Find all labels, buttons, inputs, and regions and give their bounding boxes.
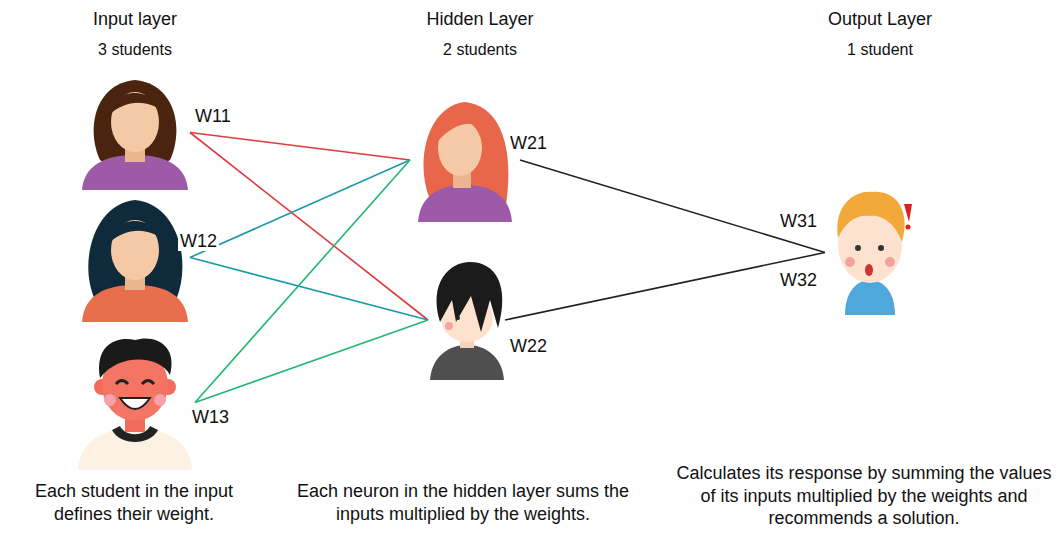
student-neuron: W12 <box>80 195 190 320</box>
layer-heading: Output Layer <box>780 8 980 31</box>
student-neuron: W21 <box>410 100 520 220</box>
weight-connection <box>195 160 410 403</box>
weight-label: W32 <box>778 270 819 290</box>
student-figure <box>82 80 188 190</box>
weight-connection <box>190 160 410 258</box>
weight-connection <box>190 133 410 161</box>
student-neuron: W31W32 <box>825 190 915 315</box>
caption-note: Calculates its response by summing the v… <box>674 462 1054 530</box>
student-figure <box>430 262 504 380</box>
weight-label: W13 <box>190 407 231 427</box>
weight-connection <box>190 258 428 321</box>
layer-heading: Input layer <box>35 8 235 31</box>
caption-note: Each student in the input defines their … <box>5 480 263 525</box>
student-figure <box>418 102 512 222</box>
student-neuron: W22 <box>428 260 505 380</box>
weight-connection <box>520 160 825 253</box>
layer-heading: 1 student <box>780 40 980 60</box>
layer-heading: Hidden Layer <box>380 8 580 31</box>
weight-label: W22 <box>508 336 549 356</box>
weight-label: W12 <box>178 231 219 251</box>
student-neuron: W13 <box>75 335 195 470</box>
layer-heading: 2 students <box>380 40 580 60</box>
student-figure <box>837 192 912 315</box>
weight-label: W11 <box>193 106 233 126</box>
weight-connection <box>195 320 428 403</box>
caption-note: Each neuron in the hidden layer sums the… <box>277 480 649 525</box>
weight-connection <box>505 253 825 321</box>
weight-label: W21 <box>508 133 549 153</box>
layer-heading: 3 students <box>35 40 235 60</box>
student-figure <box>82 200 188 322</box>
student-neuron: W11 <box>80 75 190 190</box>
weight-connection <box>190 133 428 321</box>
student-figure <box>78 338 192 470</box>
weight-label: W31 <box>778 211 819 231</box>
